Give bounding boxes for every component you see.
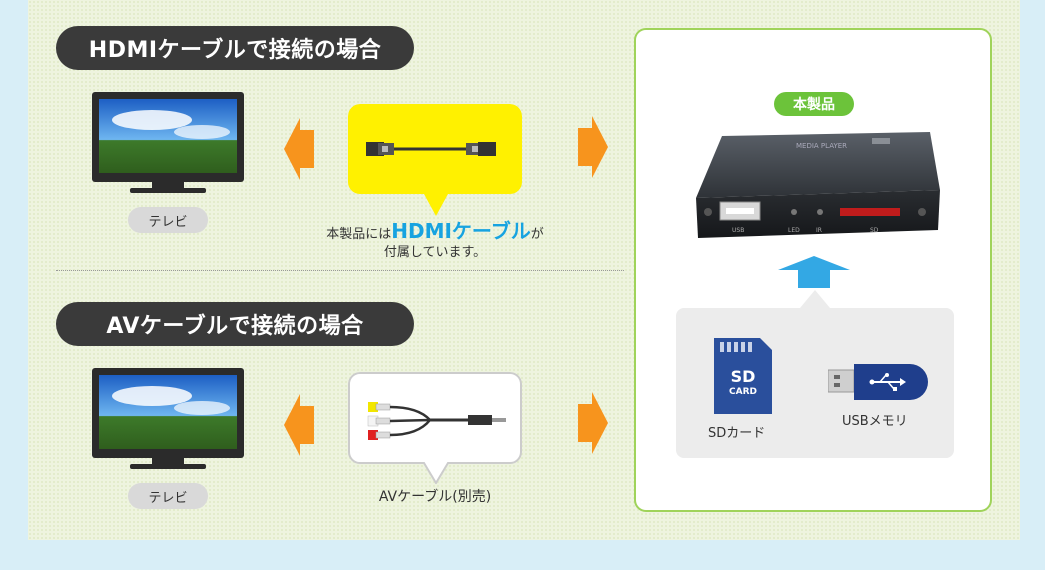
- hdmi-section-title: HDMIケーブルで接続の場合: [56, 26, 414, 70]
- tv-label-av: テレビ: [128, 483, 208, 509]
- av-section-title: AVケーブルで接続の場合: [56, 302, 414, 346]
- media-box-notch: [800, 290, 830, 308]
- tv-label-hdmi: テレビ: [128, 207, 208, 233]
- hdmi-caption-pre: 本製品には: [326, 227, 392, 242]
- port-usb-label: USB: [732, 227, 744, 234]
- hdmi-caption-post: が: [530, 227, 544, 242]
- arrow-left-icon: [284, 118, 314, 180]
- av-caption: AVケーブル(別売): [378, 489, 492, 505]
- arrow-right-icon: [578, 392, 608, 454]
- port-led-label: LED: [788, 227, 800, 234]
- usb-memory-label: USBメモリ: [842, 414, 908, 429]
- port-sd-label: SD: [870, 227, 879, 234]
- hdmi-caption-highlight: HDMIケーブル: [391, 219, 531, 243]
- arrow-left-icon: [284, 394, 314, 456]
- tv-icon: [92, 368, 244, 469]
- hdmi-caption-line2: 付属しています。: [383, 245, 487, 260]
- usb-memory-icon: [828, 364, 928, 400]
- av-cable-bubble: [348, 372, 522, 484]
- hdmi-cable-bubble: [348, 104, 522, 216]
- media-player-device: MEDIA PLAYER USB LED IR SD: [696, 132, 940, 238]
- arrow-right-icon: [578, 116, 608, 178]
- port-ir-label: IR: [816, 227, 822, 234]
- sd-card-text-top: SD: [731, 367, 756, 386]
- tv-icon: [92, 92, 244, 193]
- arrow-up-icon: [778, 256, 850, 288]
- product-badge: 本製品: [774, 92, 854, 116]
- device-brand-text: MEDIA PLAYER: [796, 142, 847, 150]
- section-divider: [56, 270, 624, 271]
- sd-card-icon: SD CARD: [714, 338, 772, 414]
- sd-card-label: SDカード: [708, 426, 766, 441]
- sd-card-text-bottom: CARD: [729, 387, 757, 397]
- hdmi-caption: 本製品にはHDMIケーブルが 付属しています。: [310, 219, 560, 262]
